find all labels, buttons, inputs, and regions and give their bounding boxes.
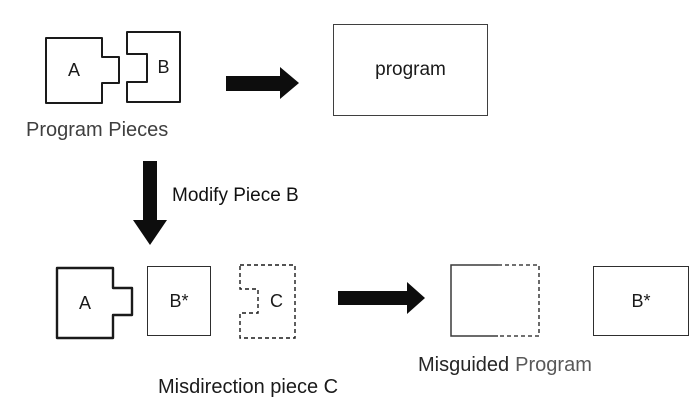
program-box: program	[333, 24, 488, 116]
misguided-word: Misguided	[418, 354, 510, 376]
arrow-right-icon	[226, 67, 299, 99]
program-pieces-caption: Program Pieces	[26, 119, 169, 141]
puzzle-piece-a-bottom	[55, 266, 134, 340]
piece-b-star-box: B*	[147, 266, 211, 336]
program-word: Program	[515, 354, 592, 376]
arrow-right-bottom-icon	[338, 282, 425, 314]
misdirection-piece-c-caption: Misdirection piece C	[158, 376, 339, 398]
misguided-program-box-solid	[450, 264, 498, 337]
program-box-label: program	[375, 59, 446, 80]
misguided-program-box-dashed	[498, 264, 540, 337]
modify-piece-b-caption: Modify Piece B	[172, 185, 299, 206]
arrow-down-icon	[133, 161, 167, 245]
puzzle-piece-c-dashed	[239, 264, 296, 339]
result-b-star-box: B*	[593, 266, 689, 336]
piece-b-star-label: B*	[169, 290, 189, 311]
puzzle-piece-b-top	[126, 31, 181, 103]
misguided-program-caption: Misguided Program	[418, 354, 592, 377]
puzzle-piece-a-top	[45, 37, 120, 104]
result-b-star-label: B*	[631, 290, 651, 311]
